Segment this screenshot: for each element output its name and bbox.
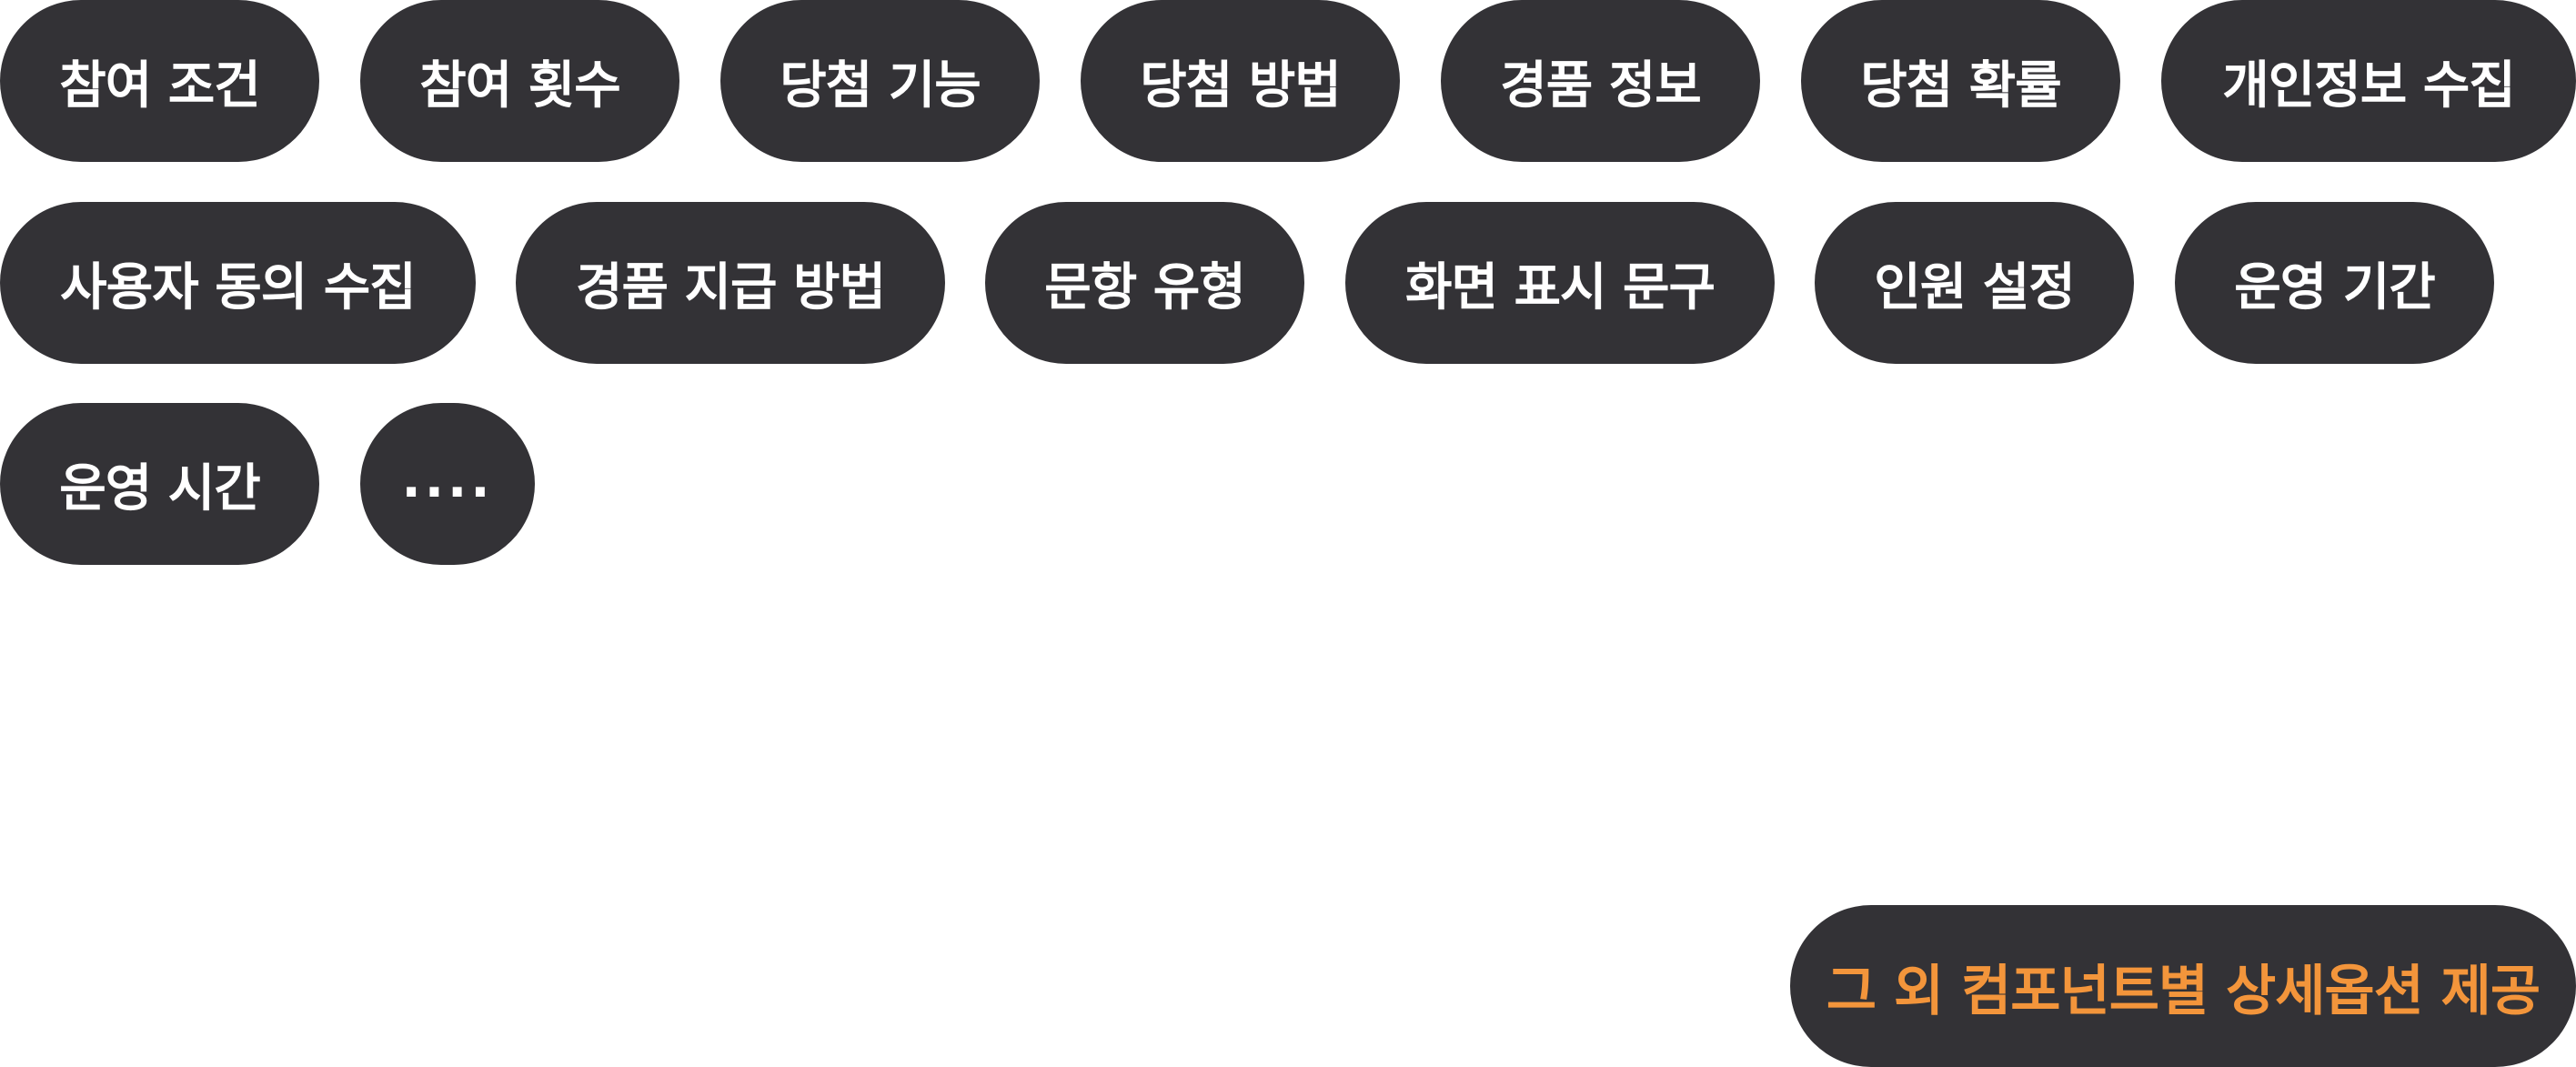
chip-winning-method[interactable]: 당첨 방법	[1081, 0, 1400, 162]
detail-options-callout: 그 외 컴포넌트별 상세옵션 제공	[1790, 905, 2576, 1067]
chip-winning-probability[interactable]: 당첨 확률	[1801, 0, 2120, 162]
chip-question-type[interactable]: 문항 유형	[985, 202, 1304, 364]
chip-personal-info-collection[interactable]: 개인정보 수집	[2161, 0, 2576, 162]
chip-participation-count[interactable]: 참여 횟수	[360, 0, 679, 162]
chip-operation-period[interactable]: 운영 기간	[2175, 202, 2494, 364]
chip-winning-function[interactable]: 당첨 기능	[720, 0, 1040, 162]
chip-more[interactable]: ....	[360, 403, 535, 565]
chip-prize-delivery-method[interactable]: 경품 지급 방법	[516, 202, 945, 364]
chip-participation-condition[interactable]: 참여 조건	[0, 0, 319, 162]
chip-user-consent-collection[interactable]: 사용자 동의 수집	[0, 202, 476, 364]
chip-screen-display-text[interactable]: 화면 표시 문구	[1345, 202, 1775, 364]
chip-prize-info[interactable]: 경품 정보	[1441, 0, 1760, 162]
chip-operation-hours[interactable]: 운영 시간	[0, 403, 319, 565]
chip-headcount-setting[interactable]: 인원 설정	[1815, 202, 2134, 364]
